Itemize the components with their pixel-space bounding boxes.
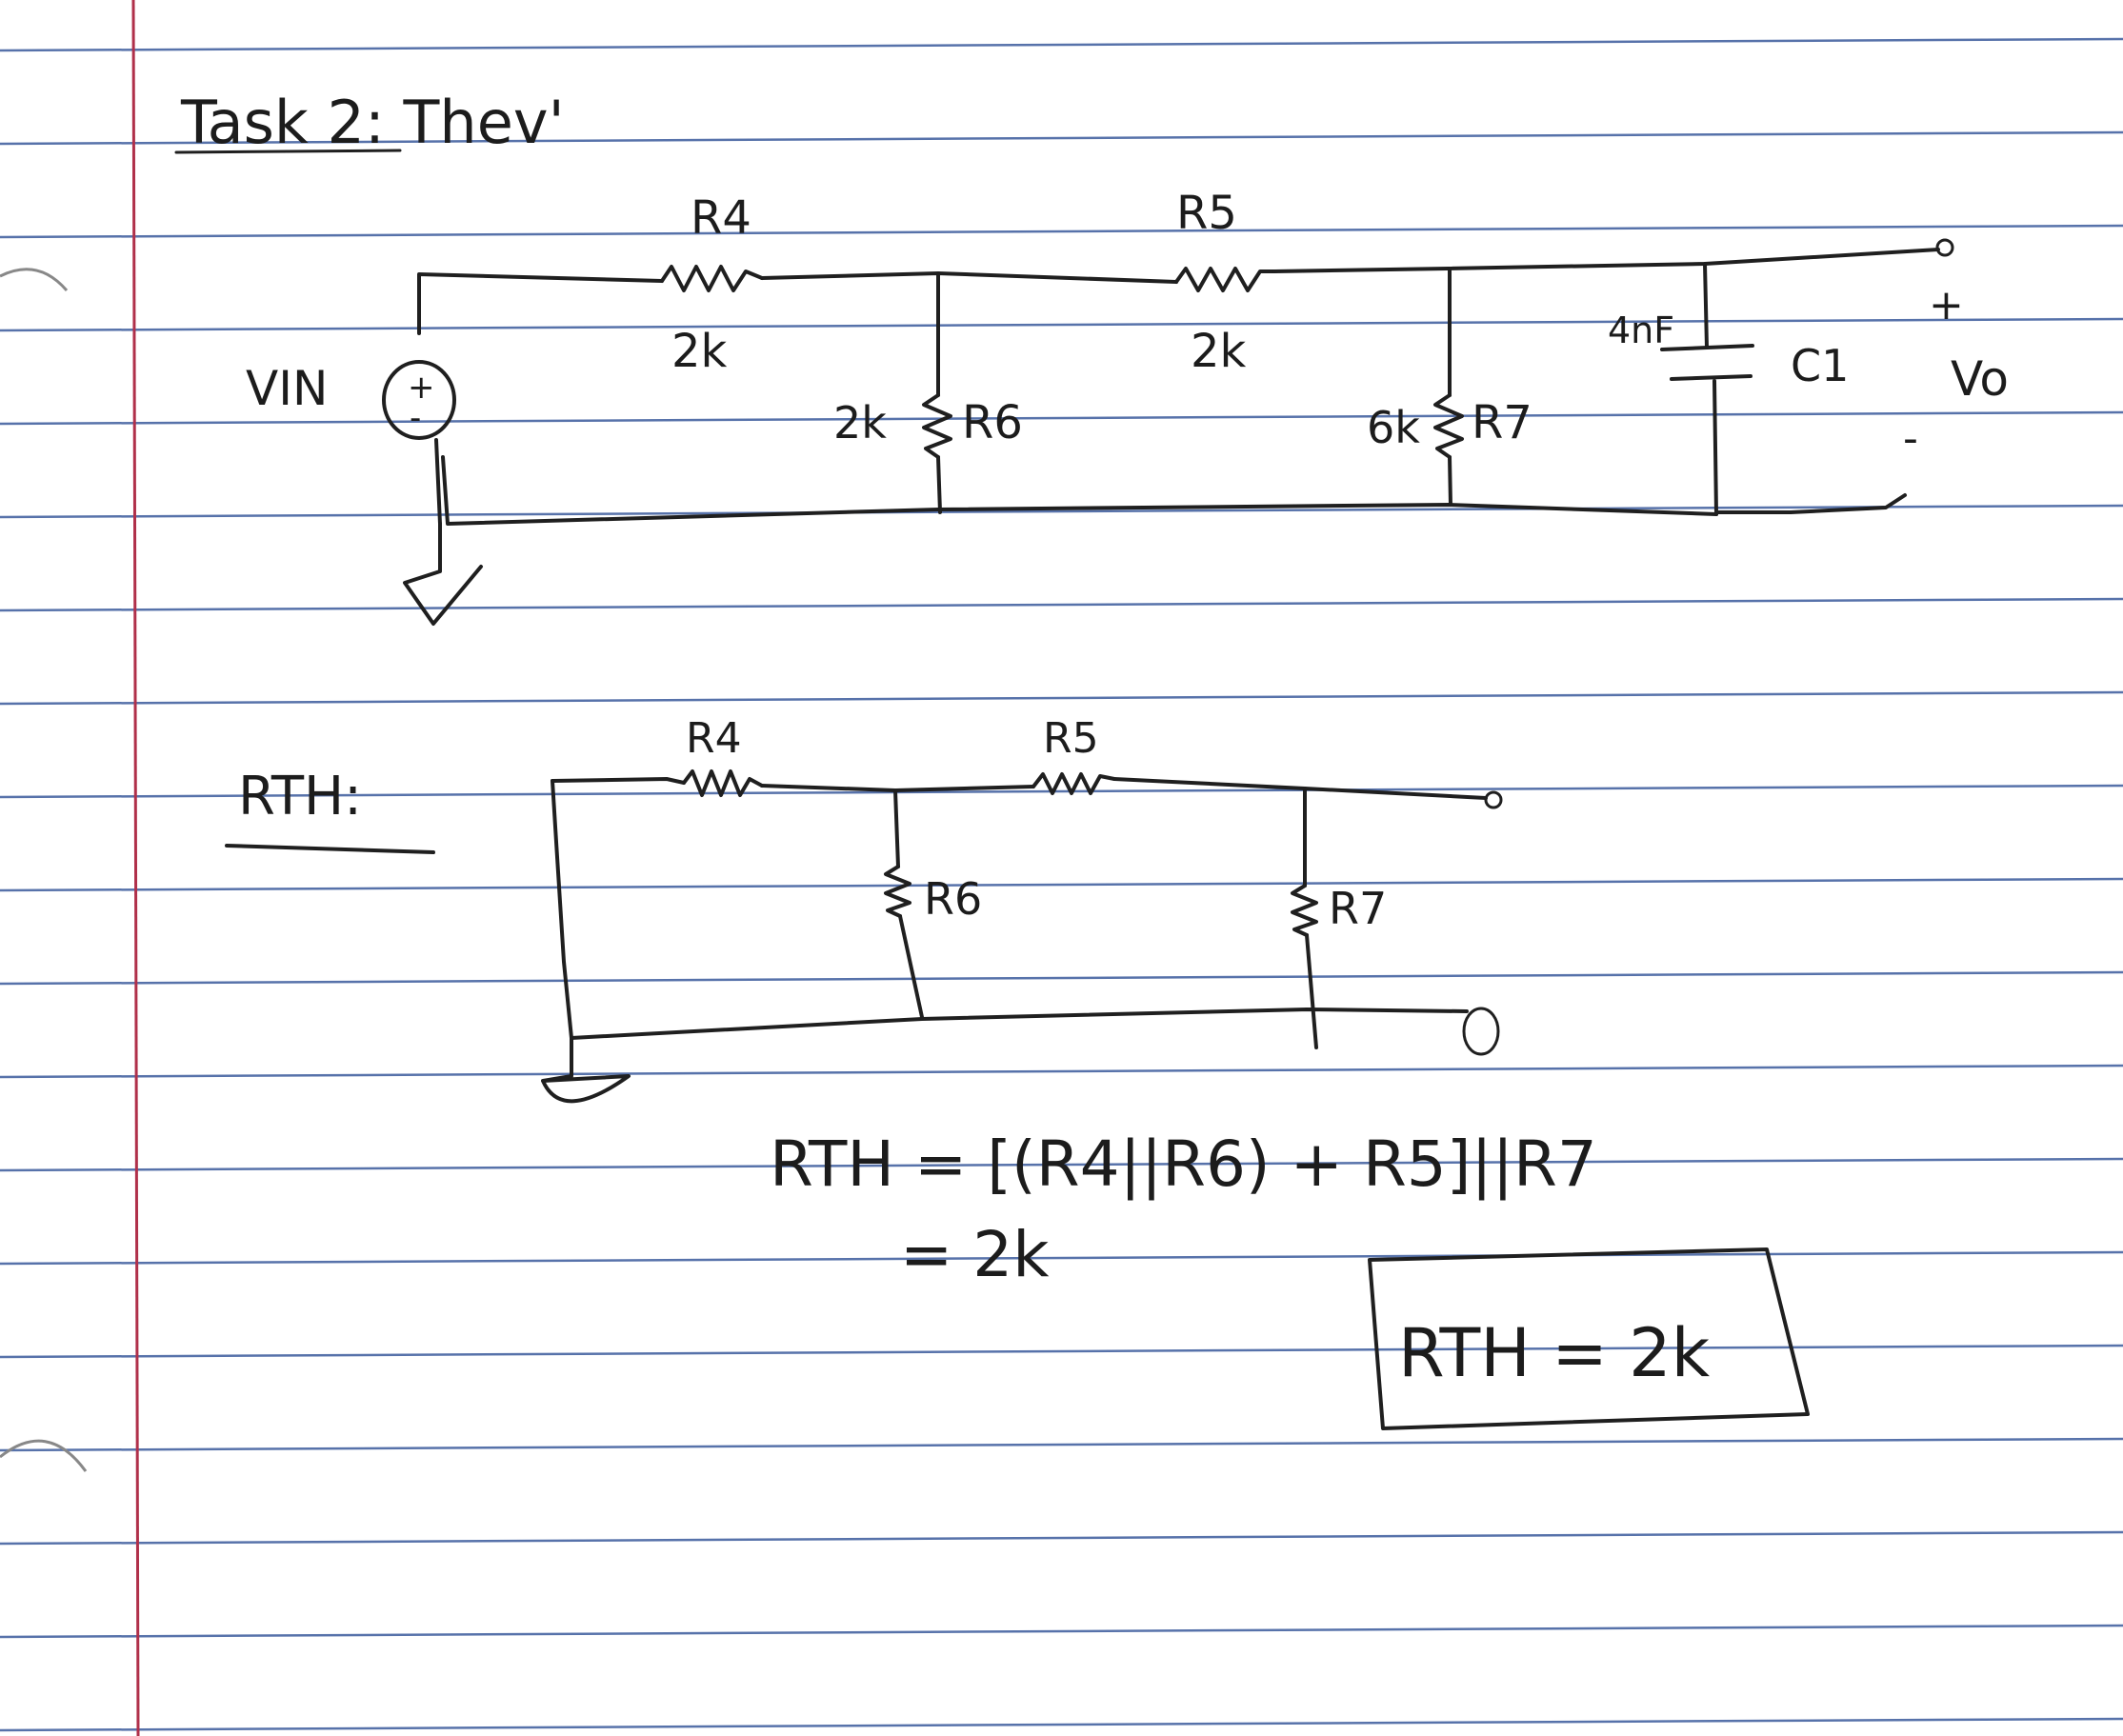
rth-r4-label: R4	[686, 714, 742, 763]
capacitor-c1-plate-bottom	[1670, 374, 1752, 381]
ruled-line	[0, 784, 2123, 799]
margin-line	[131, 0, 140, 1736]
ruled-line	[0, 690, 2123, 706]
ruled-lines	[0, 37, 2123, 1732]
rth-equation: RTH = [(R4||R6) + R5]||R7	[770, 1127, 1597, 1201]
wire-source-down	[434, 438, 442, 526]
ground-symbol-2	[541, 1036, 631, 1104]
ground-symbol-1	[403, 522, 483, 626]
source-label-vin: VIN	[246, 361, 328, 416]
ruled-line	[0, 597, 2123, 612]
ruled-line	[0, 877, 2123, 892]
ruled-line	[0, 1344, 2123, 1359]
source-plus: +	[408, 369, 435, 407]
wire-c1-bottom	[1712, 379, 1718, 516]
wire2-top-mid	[760, 784, 1035, 792]
ruled-line	[0, 1530, 2123, 1546]
resistor2-r5	[1031, 772, 1116, 795]
r5-label: R5	[1176, 187, 1237, 240]
r7-value: 6k	[1367, 402, 1420, 453]
wire-r6-bottom	[936, 455, 942, 514]
resistor-r4	[660, 265, 764, 292]
source-minus: -	[410, 399, 421, 437]
output-plus: +	[1929, 281, 1964, 329]
page-title: Task 2: Thev'	[180, 88, 565, 157]
rth-terminal-top	[1484, 790, 1503, 809]
ruled-line	[0, 1157, 2123, 1172]
wire-c1-top	[1703, 262, 1709, 349]
ruled-line	[0, 1064, 2123, 1079]
ruled-line	[0, 1624, 2123, 1639]
ruled-line	[0, 37, 2123, 52]
resistor2-r6	[884, 865, 911, 918]
output-terminal-top	[1935, 238, 1954, 257]
circuit-original: R4 2k R5 2k 2k R6 6k R7 4nF C1 VIN + - +…	[246, 187, 2009, 626]
rth-heading: RTH:	[238, 766, 362, 828]
ruled-line	[0, 130, 2123, 146]
r6-label: R6	[962, 396, 1023, 449]
wire-top-left	[417, 272, 664, 335]
r5-value: 2k	[1191, 325, 1247, 378]
ruled-line	[0, 1717, 2123, 1732]
wire2-top-left	[551, 777, 686, 785]
resistor-r6	[922, 393, 952, 459]
ruled-line	[0, 410, 2123, 426]
ruled-line	[0, 224, 2123, 239]
wire2-r6-top	[893, 788, 900, 868]
r4-label: R4	[691, 191, 751, 245]
wire2-r7-bottom	[1305, 933, 1318, 1049]
rth-r7-label: R7	[1329, 883, 1387, 934]
title-underline	[174, 149, 402, 154]
wire2-left	[551, 779, 573, 1040]
binder-hole-bottom	[0, 1439, 88, 1472]
r4-value: 2k	[671, 325, 728, 378]
resistor-r7	[1433, 393, 1464, 459]
ruled-line	[0, 504, 2123, 519]
rth-terminal-bottom	[1462, 1007, 1500, 1056]
result-box	[1368, 1247, 1810, 1430]
circuit-rth: RTH: R4 R5 R6 R7	[225, 714, 1503, 1104]
wire-top-mid2	[1272, 248, 1940, 273]
r6-value: 2k	[833, 397, 887, 449]
resistor2-r4	[682, 769, 764, 797]
ruled-line	[0, 970, 2123, 986]
resistor-r5	[1174, 267, 1276, 292]
wire2-bottom	[570, 1008, 1469, 1040]
ruled-line	[0, 1250, 2123, 1266]
wire2-r6-bottom	[898, 914, 924, 1019]
c1-label: C1	[1791, 340, 1849, 391]
resistor2-r7	[1291, 884, 1318, 937]
voltage-source-vin	[382, 360, 456, 440]
output-label-vo: Vo	[1951, 351, 2009, 407]
rth-r6-label: R6	[924, 873, 982, 925]
capacitor-c1-plate-top	[1660, 344, 1754, 351]
wire-bottom	[441, 455, 1718, 526]
binder-hole-top	[0, 268, 69, 291]
r7-label: R7	[1472, 396, 1532, 449]
wire-r7-bottom	[1448, 455, 1452, 507]
rth-heading-underline	[225, 844, 435, 854]
c1-value: 4nF	[1608, 309, 1674, 351]
wire-output-bottom	[1714, 493, 1907, 514]
rth-equation-result: = 2k	[900, 1218, 1050, 1291]
ruled-line	[0, 1437, 2123, 1452]
rth-r5-label: R5	[1043, 714, 1099, 763]
ruled-line	[0, 317, 2123, 332]
wire-top-mid1	[760, 271, 1178, 284]
result-text: RTH = 2k	[1398, 1314, 1711, 1392]
output-minus: -	[1903, 414, 1918, 463]
